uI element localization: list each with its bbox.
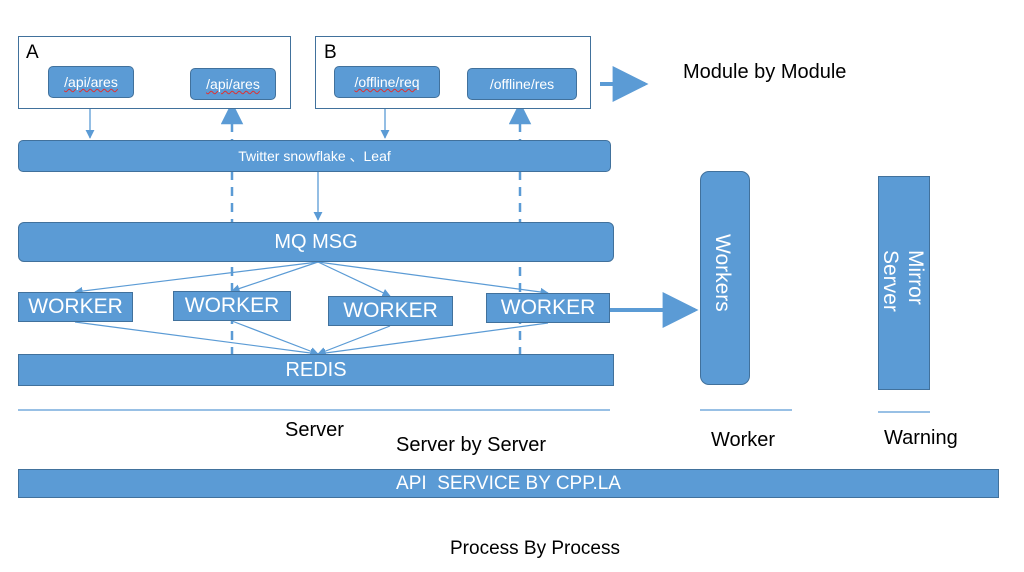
redis-label: REDIS — [285, 358, 347, 381]
api-service-bar[interactable]: API SERVICE BY CPP.LA — [18, 469, 999, 498]
arrow-mq-worker-2 — [231, 261, 319, 293]
workers-vertical-label: Workers — [711, 234, 734, 312]
server-label: Server — [285, 419, 344, 441]
redis-bar[interactable]: REDIS — [18, 354, 614, 386]
mirror-server-box[interactable] — [878, 176, 930, 390]
module-b-left-endpoint-label: /offline/req — [354, 74, 420, 90]
mq-label: MQ MSG — [274, 230, 358, 253]
worker-label: WORKER — [184, 294, 280, 317]
worker-box-2[interactable]: WORKER — [173, 291, 291, 321]
arrow-worker-3-redis — [317, 325, 391, 356]
module-a-right-endpoint[interactable]: /api/ares — [190, 68, 276, 100]
module-a-left-endpoint[interactable]: /api/ares — [48, 66, 134, 98]
server-by-server-label: Server by Server — [396, 434, 547, 456]
worker-caption: Worker — [711, 429, 776, 451]
worker-label: WORKER — [343, 299, 438, 322]
module-a-right-endpoint-label: /api/ares — [206, 76, 260, 92]
warning-caption: Warning — [884, 427, 958, 449]
arrow-mq-worker-4 — [317, 261, 549, 297]
module-b-letter: B — [324, 42, 337, 63]
module-a-left-endpoint-label: /api/ares — [64, 74, 118, 90]
module-b-right-endpoint[interactable]: /offline/res — [467, 68, 577, 100]
module-a-letter: A — [26, 42, 39, 63]
process-by-process-label: Process By Process — [450, 538, 620, 559]
module-by-module-label: Module by Module — [683, 61, 847, 83]
id-generator-bar[interactable]: Twitter snowflake 、Leaf — [18, 140, 611, 172]
mq-bar[interactable]: MQ MSG — [18, 222, 614, 262]
id-generator-label: Twitter snowflake 、Leaf — [238, 148, 391, 164]
worker-label: WORKER — [500, 296, 596, 319]
worker-box-3[interactable]: WORKER — [328, 296, 453, 326]
mirror-server-label: Mirror Server — [879, 250, 927, 312]
arrow-mq-worker-3 — [317, 261, 391, 297]
workers-vertical-box[interactable] — [700, 171, 750, 385]
worker-box-4[interactable]: WORKER — [486, 293, 610, 323]
module-b-left-endpoint[interactable]: /offline/req — [334, 66, 440, 98]
arrow-mq-worker-1 — [74, 261, 319, 296]
arrow-worker-4-redis — [317, 322, 549, 358]
arrow-worker-1-redis — [74, 321, 319, 358]
module-b-right-endpoint-label: /offline/res — [489, 76, 555, 92]
arrow-worker-2-redis — [231, 320, 319, 356]
worker-box-1[interactable]: WORKER — [18, 292, 133, 322]
api-service-label: API SERVICE BY CPP.LA — [396, 472, 621, 494]
worker-label: WORKER — [28, 295, 123, 318]
